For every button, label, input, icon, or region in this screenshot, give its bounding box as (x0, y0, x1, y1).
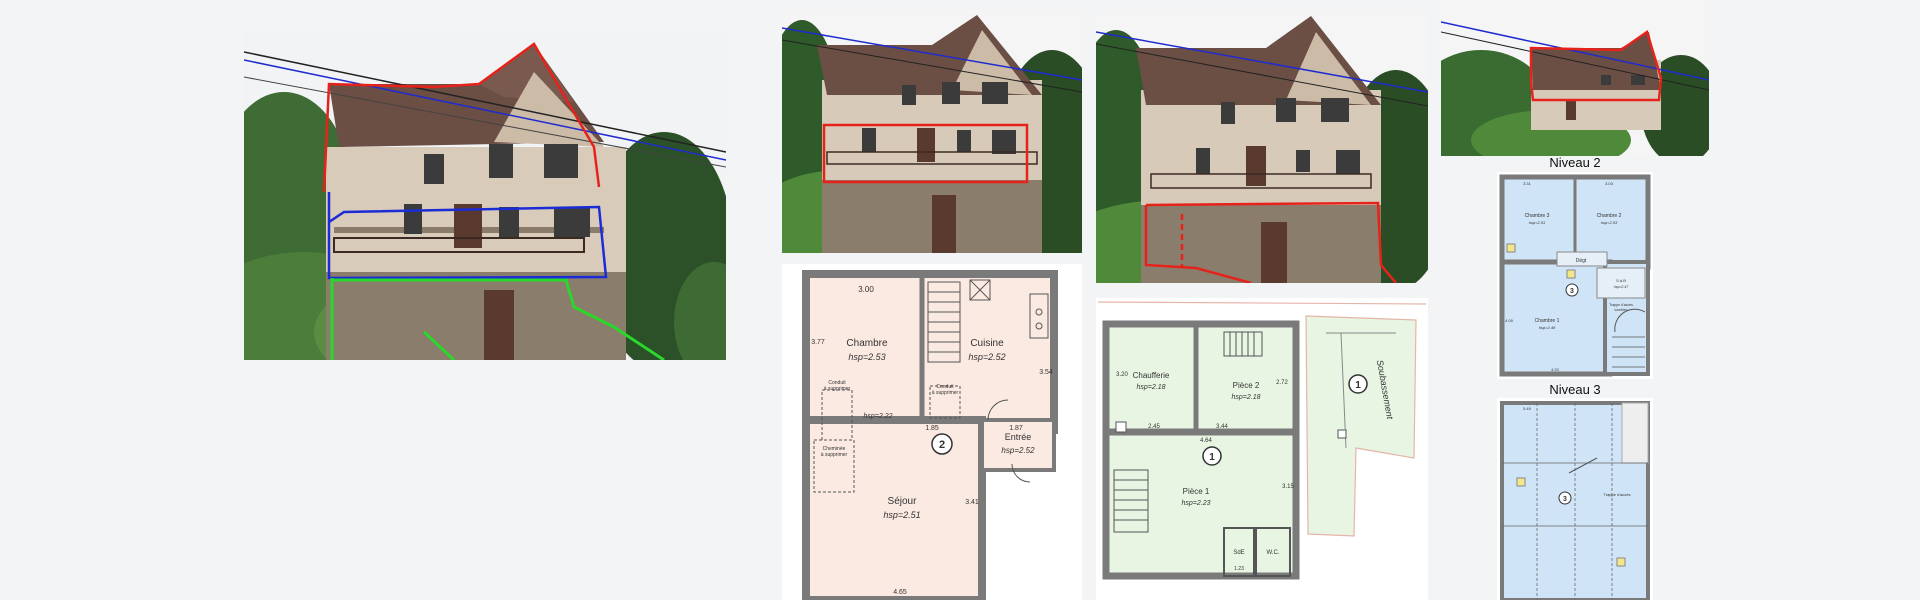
svg-text:3.20: 3.20 (1116, 372, 1128, 378)
svg-text:1.87: 1.87 (1009, 425, 1023, 432)
floor-plan-niveau-3: 3 Trappe d'accès 5.49 (1497, 398, 1653, 600)
plan2-badge: 2 (939, 439, 945, 451)
svg-text:Conduit: Conduit (936, 384, 954, 390)
svg-text:Chambre 2: Chambre 2 (1597, 213, 1622, 219)
svg-text:hsp=2.51: hsp=2.51 (1529, 220, 1546, 225)
svg-text:1.85: 1.85 (925, 425, 939, 432)
svg-text:hsp=2.47: hsp=2.47 (1614, 285, 1630, 289)
svg-text:4.65: 4.65 (893, 589, 907, 596)
house-photo-main (244, 32, 726, 360)
level-3-title: Niveau 3 (1549, 382, 1601, 397)
room-cuisine: Cuisine (970, 338, 1004, 349)
room-piece2: Pièce 2 (1233, 381, 1260, 390)
svg-text:3.03: 3.03 (1605, 181, 1614, 186)
svg-text:2.45: 2.45 (1148, 424, 1160, 430)
room-entree: Entrée (1005, 432, 1032, 442)
svg-text:S.d.B: S.d.B (1616, 278, 1626, 283)
svg-text:Trappe d'accès: Trappe d'accès (1609, 303, 1633, 307)
svg-text:hsp=2.52: hsp=2.52 (968, 352, 1005, 362)
svg-text:Chambre 1: Chambre 1 (1535, 318, 1560, 324)
floor-plan-level-1: 1 1 Chaufferie hsp=2.18 Pièce 2 hsp=2.18… (1096, 298, 1428, 600)
svg-text:Conduit: Conduit (828, 380, 846, 386)
svg-text:hsp=2.53: hsp=2.53 (848, 352, 885, 362)
svg-text:hsp=2.18: hsp=2.18 (1232, 394, 1261, 401)
svg-text:3.41: 3.41 (965, 499, 979, 506)
plan3a-badge: 3 (1570, 288, 1574, 295)
svg-text:3.31: 3.31 (1523, 181, 1532, 186)
svg-text:1.23: 1.23 (1234, 566, 1244, 572)
house-photo-level1 (1096, 10, 1428, 283)
svg-text:3.15: 3.15 (1282, 484, 1294, 490)
svg-text:hsp=2.51: hsp=2.51 (883, 510, 920, 520)
floor-plan-niveau-2: 3 Chambre 3 hsp=2.51 Chambre 2 hsp=2.53 … (1497, 172, 1653, 379)
room-piece1: Pièce 1 (1183, 487, 1210, 496)
svg-text:2.72: 2.72 (1276, 380, 1288, 386)
svg-text:Trappe d'accès: Trappe d'accès (1603, 492, 1630, 497)
svg-text:hsp=2.53: hsp=2.53 (1601, 220, 1618, 225)
svg-text:hsp=2.49: hsp=2.49 (1539, 325, 1556, 330)
svg-text:4.64: 4.64 (1200, 438, 1212, 444)
svg-text:4.05: 4.05 (1505, 318, 1514, 323)
plan1-badge-b: 1 (1355, 380, 1361, 391)
svg-text:3.54: 3.54 (1039, 369, 1053, 376)
plan1-badge-a: 1 (1209, 452, 1215, 463)
svg-text:3.77: 3.77 (811, 339, 825, 346)
svg-text:3.00: 3.00 (858, 285, 874, 294)
svg-text:SdE: SdE (1233, 550, 1244, 556)
svg-text:hsp=2.52: hsp=2.52 (1001, 446, 1035, 455)
svg-text:Chambre 3: Chambre 3 (1525, 213, 1550, 219)
house-photo-roof (1441, 0, 1709, 156)
svg-text:combles: combles (1614, 308, 1627, 312)
svg-text:à supprimer: à supprimer (932, 390, 959, 396)
svg-text:hsp=2.23: hsp=2.23 (1182, 500, 1211, 507)
plan3b-badge: 3 (1563, 496, 1567, 503)
svg-text:à supprimer: à supprimer (821, 452, 848, 458)
level-2-title: Niveau 2 (1549, 155, 1601, 170)
svg-text:W.C.: W.C. (1267, 550, 1280, 556)
svg-text:5.49: 5.49 (1523, 406, 1532, 411)
room-chambre: Chambre (846, 338, 888, 349)
room-chaufferie: Chaufferie (1133, 371, 1170, 380)
room-sejour: Séjour (888, 496, 918, 507)
svg-text:à supprimer: à supprimer (824, 386, 851, 392)
svg-text:hsp=2.18: hsp=2.18 (1137, 384, 1166, 391)
house-photo-level2 (782, 10, 1082, 253)
svg-text:Cheminée: Cheminée (823, 446, 846, 452)
svg-text:hsp=2.22: hsp=2.22 (864, 413, 893, 420)
svg-text:3.44: 3.44 (1216, 424, 1228, 430)
svg-text:Dégt: Dégt (1576, 258, 1587, 264)
svg-text:4.20: 4.20 (1551, 367, 1560, 372)
floor-plan-level-2: 2 Chambre hsp=2.53 Cuisine hsp=2.52 Séjo… (782, 264, 1082, 600)
